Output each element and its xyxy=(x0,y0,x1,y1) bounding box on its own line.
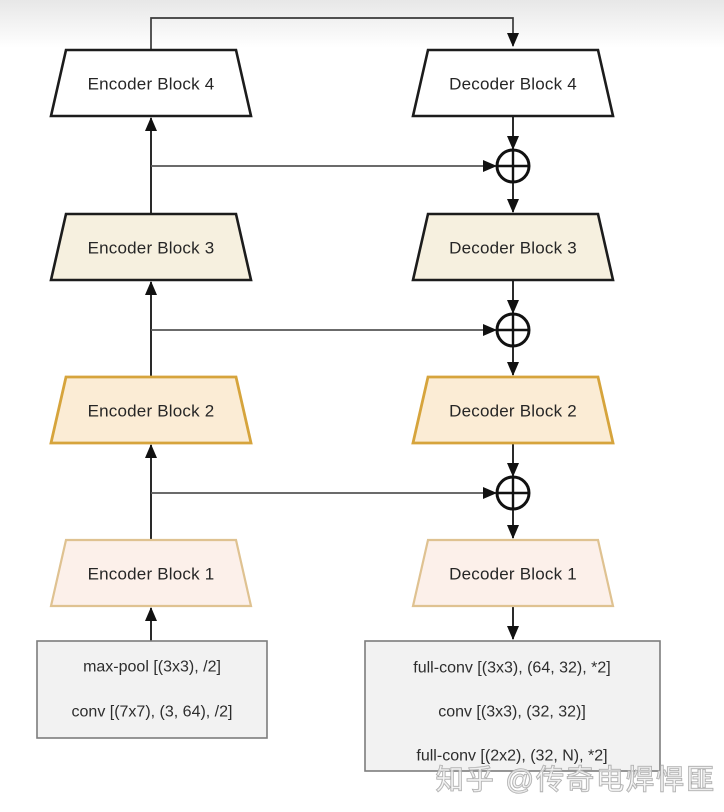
encoder-block-3-label: Encoder Block 3 xyxy=(88,239,215,258)
decoder-head-box xyxy=(364,640,661,772)
encoder-block-1-label: Encoder Block 1 xyxy=(88,565,215,584)
decoder-block-3 xyxy=(411,212,615,282)
encoder-block-2-label: Encoder Block 2 xyxy=(88,402,215,421)
encoder-block-4 xyxy=(49,48,253,118)
decoder-block-4 xyxy=(411,48,615,118)
encoder-block-2 xyxy=(49,375,253,445)
decoder-head-line-2: conv [(3x3), (32, 32)] xyxy=(438,704,586,721)
decoder-block-1 xyxy=(411,538,615,608)
decoder-block-2 xyxy=(411,375,615,445)
encoder-stem-line-1: max-pool [(3x3), /2] xyxy=(83,659,221,676)
arrow-encoder4-to-decoder4 xyxy=(150,17,519,50)
top-fade-band xyxy=(0,0,724,48)
decoder-head-line-1: full-conv [(3x3), (64, 32), *2] xyxy=(413,660,610,677)
decoder-block-1-label: Decoder Block 1 xyxy=(449,565,577,584)
add-node-level2-icon xyxy=(495,312,531,348)
encoder-stem-line-2: conv [(7x7), (3, 64), /2] xyxy=(72,704,233,721)
encoder-block-4-label: Encoder Block 4 xyxy=(88,75,215,94)
encoder-stem-box xyxy=(36,640,268,739)
encoder-block-1 xyxy=(49,538,253,608)
decoder-head-line-3: full-conv [(2x2), (32, N), *2] xyxy=(416,748,607,765)
decoder-block-4-label: Decoder Block 4 xyxy=(449,75,577,94)
encoder-block-3 xyxy=(49,212,253,282)
add-node-level3-icon xyxy=(495,148,531,184)
zhihu-watermark: 知乎 @传奇电焊悍匪 xyxy=(436,764,716,795)
add-node-level1-icon xyxy=(495,475,531,511)
decoder-block-3-label: Decoder Block 3 xyxy=(449,239,577,258)
decoder-block-2-label: Decoder Block 2 xyxy=(449,402,577,421)
